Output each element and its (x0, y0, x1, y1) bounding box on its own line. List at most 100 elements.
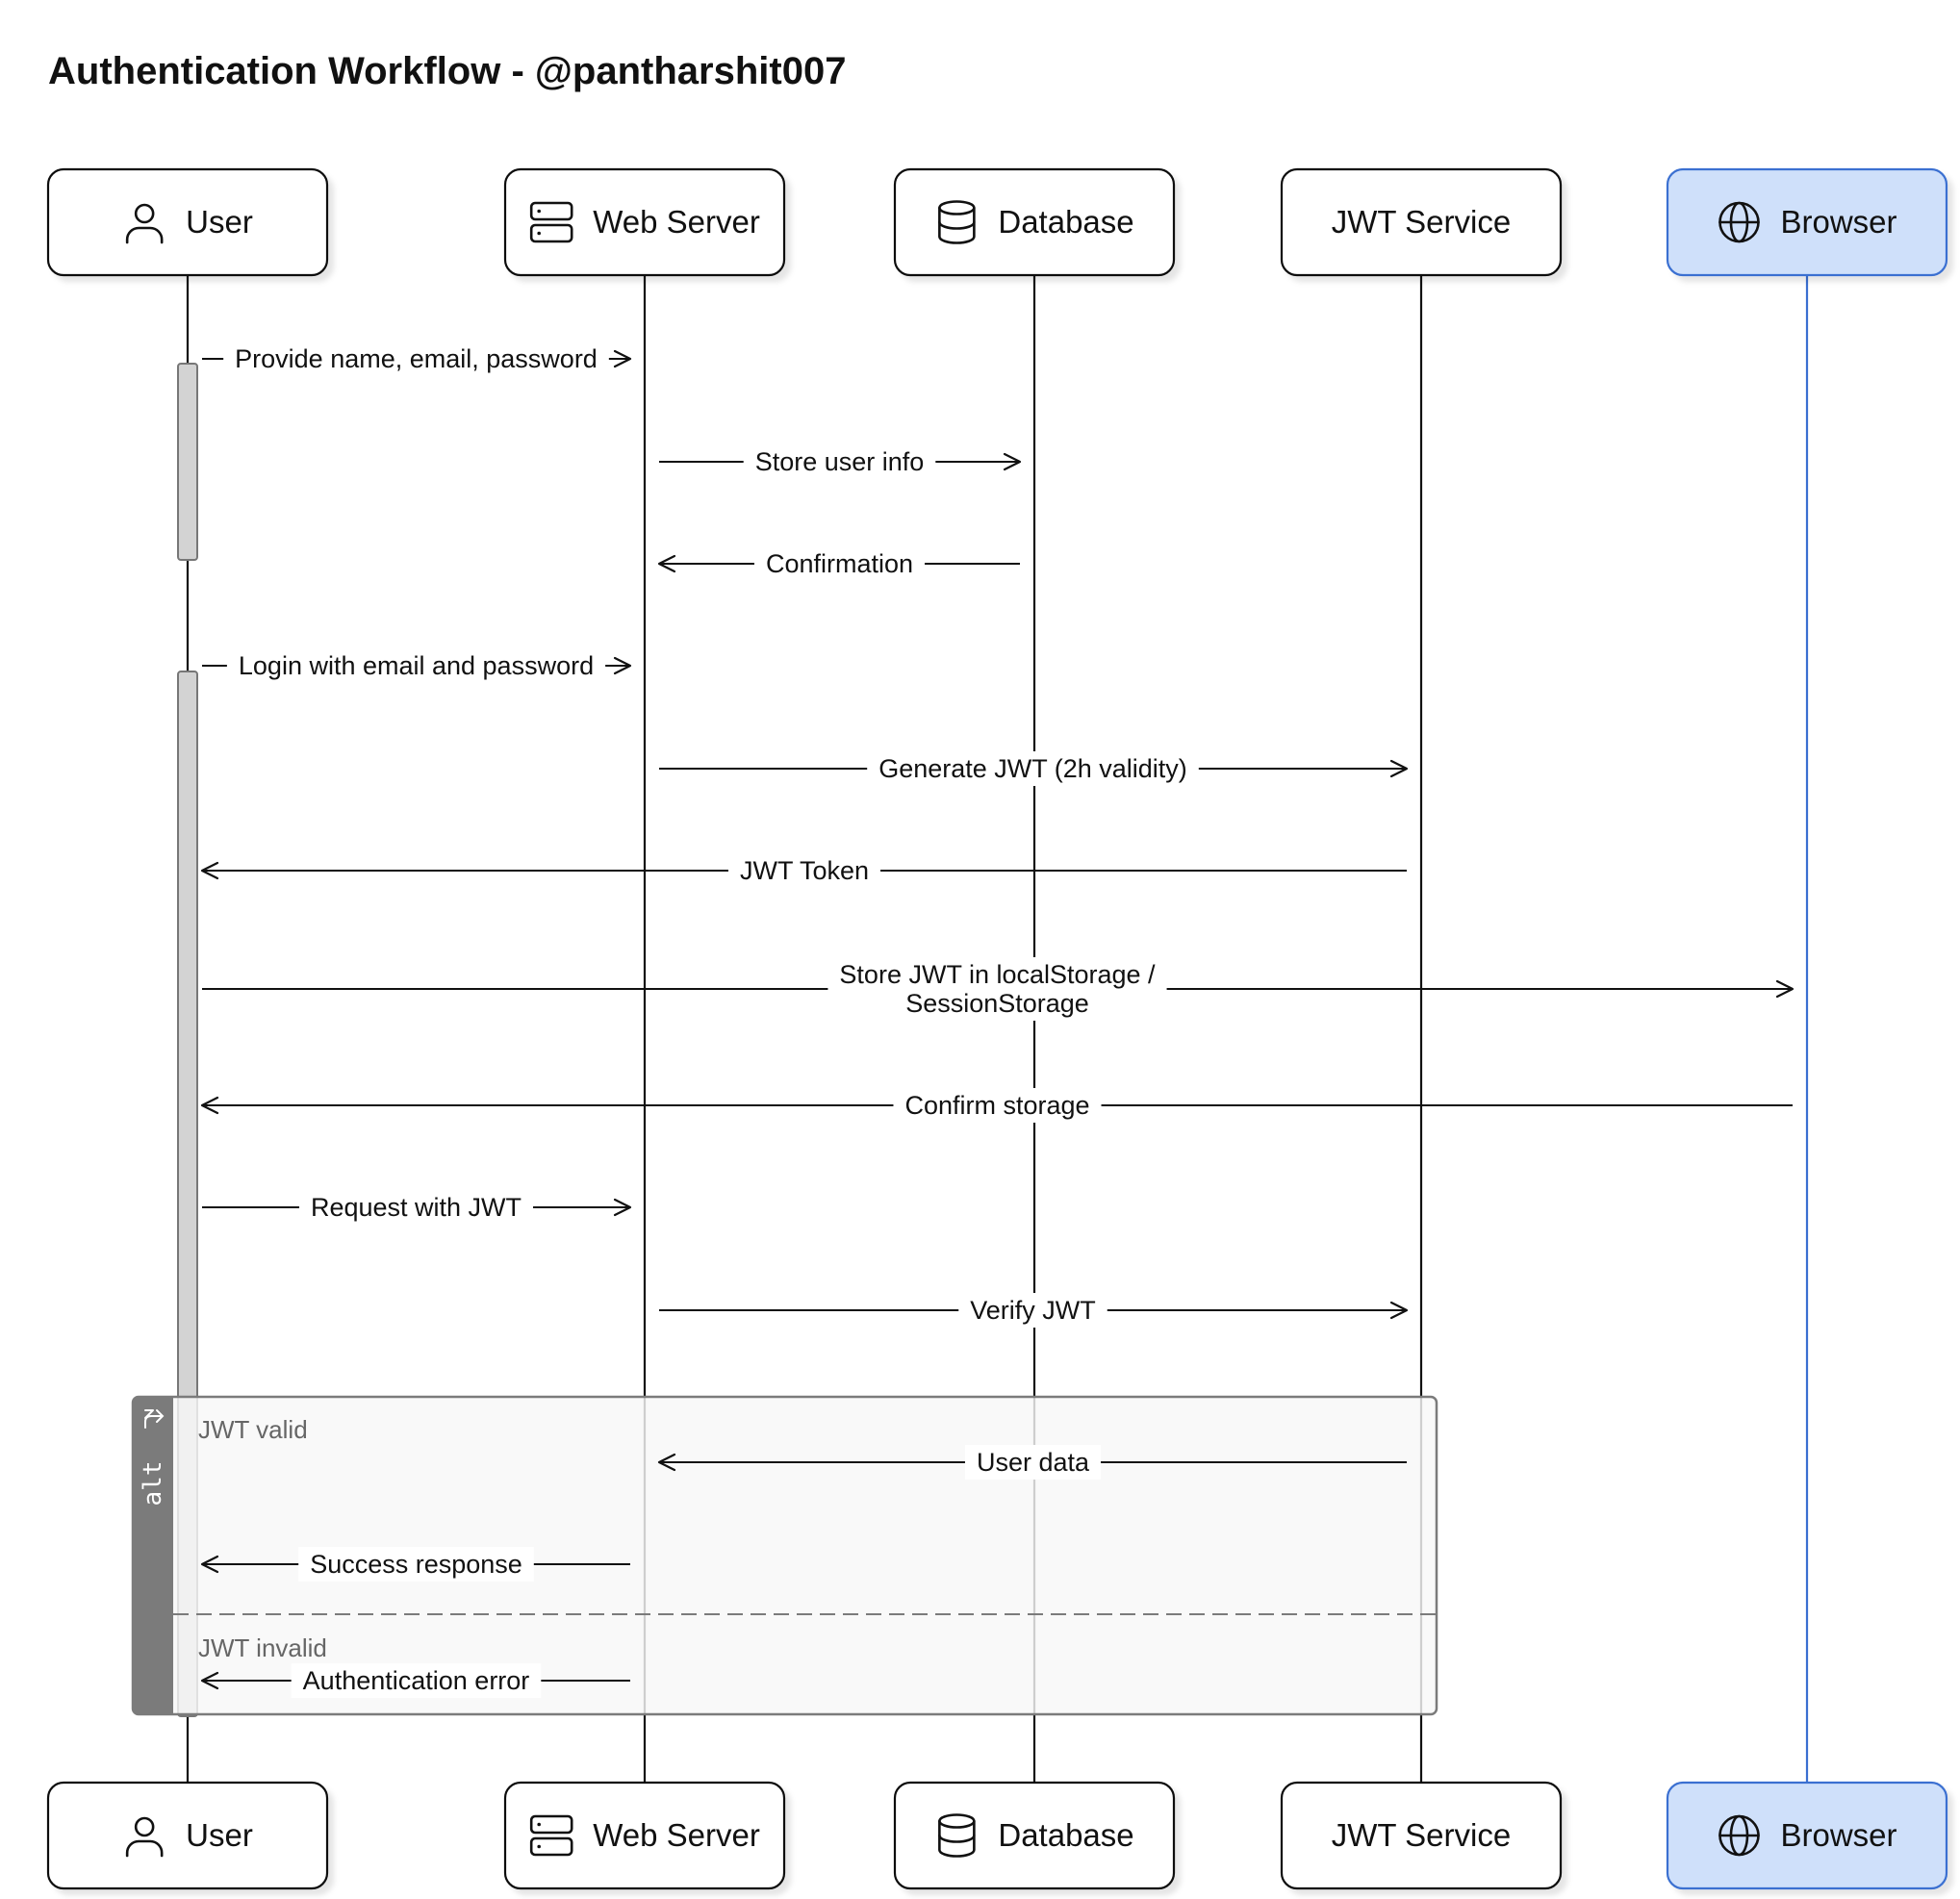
actor-web-top: Web Server (503, 167, 786, 277)
user-icon (125, 1816, 164, 1858)
actor-label: Database (998, 1817, 1133, 1853)
actor-label: Browser (1780, 204, 1896, 240)
actor-box (893, 167, 1176, 277)
message-label-background (867, 751, 1199, 786)
user-icon (125, 203, 164, 244)
actor-db-top: Database (893, 167, 1176, 277)
arrowhead-icon (200, 1555, 219, 1574)
actor-label: Browser (1780, 1817, 1896, 1853)
actor-box (46, 1781, 329, 1890)
actor-box (893, 1781, 1176, 1890)
actor-browser-bottom: Browser (1666, 1781, 1948, 1890)
message: Generate JWT (2h validity) (659, 751, 1409, 786)
alt-frame-background (133, 1397, 1437, 1714)
actor-label: Database (998, 204, 1133, 240)
actor-db-bottom: Database (893, 1781, 1176, 1890)
arrowhead-icon (1389, 759, 1409, 778)
actor-label: Web Server (593, 1817, 760, 1853)
message: Login with email and password (202, 648, 632, 683)
activation-bar (177, 363, 198, 561)
arrowhead-icon (613, 349, 632, 368)
message-label: SessionStorage (905, 989, 1089, 1018)
message-label-background (827, 957, 1167, 1021)
actor-jwt-bottom: JWT Service (1280, 1781, 1563, 1890)
message-label: Store JWT in localStorage / (839, 960, 1156, 989)
message: Store user info (659, 444, 1022, 479)
actor-user-bottom: User (46, 1781, 329, 1890)
message-label: Request with JWT (311, 1193, 522, 1222)
arrowhead-icon (200, 1096, 219, 1115)
message-label: Confirmation (766, 549, 913, 578)
alt-guard-label: JWT invalid (198, 1633, 327, 1662)
message-label: Store user info (755, 447, 925, 476)
message-label-background (958, 1293, 1107, 1328)
message-label-background (291, 1663, 542, 1698)
actor-row-top: User Web Server Database JWT Service Browser (46, 167, 1948, 277)
arrowhead-icon (613, 656, 632, 675)
actor-user-top: User (46, 167, 329, 277)
alt-operator-label: alt (139, 1461, 167, 1507)
actor-label: User (186, 1817, 253, 1853)
message-label-background (727, 853, 881, 888)
message: Verify JWT (659, 1293, 1409, 1328)
message-label: User data (977, 1448, 1090, 1477)
arrowhead-icon (200, 861, 219, 880)
message-label: JWT Token (740, 856, 869, 885)
database-icon (938, 1813, 976, 1858)
arrowhead-icon (657, 554, 676, 573)
message-label-background (298, 1547, 534, 1582)
message: Request with JWT (202, 1190, 632, 1225)
message-label-background (298, 1190, 534, 1225)
actor-box (1280, 167, 1563, 277)
globe-icon (1718, 201, 1760, 243)
arrowhead-icon (200, 1671, 219, 1690)
message-label-background (964, 1445, 1102, 1480)
message-label-background (893, 1088, 1102, 1123)
message-label: Authentication error (303, 1666, 530, 1695)
message: JWT Token (200, 853, 1407, 888)
globe-icon (1718, 1814, 1760, 1857)
message: Confirmation (657, 546, 1020, 581)
actor-row-bottom: User Web Server Database JWT Service Browser (46, 1781, 1948, 1890)
actor-web-bottom: Web Server (503, 1781, 786, 1890)
alt-frame-tab (133, 1397, 173, 1714)
message-label: Confirm storage (904, 1091, 1089, 1120)
actor-label: JWT Service (1332, 204, 1511, 240)
alt-frame-fill (133, 1397, 1437, 1714)
message: Authentication error (200, 1663, 630, 1698)
database-icon (938, 200, 976, 244)
actor-box (1666, 167, 1948, 277)
server-icon (529, 201, 573, 243)
actor-box (503, 1781, 786, 1890)
message: Confirm storage (200, 1088, 1793, 1123)
message: Success response (200, 1547, 630, 1582)
diagram-title: Authentication Workflow - @pantharshit00… (48, 50, 846, 92)
actor-box (503, 167, 786, 277)
actor-label: Web Server (593, 204, 760, 240)
message-label-background (226, 648, 606, 683)
message-label: Login with email and password (239, 651, 594, 680)
actor-box (1666, 1781, 1948, 1890)
actor-jwt-top: JWT Service (1280, 167, 1563, 277)
arrowhead-icon (613, 1198, 632, 1217)
actor-label: JWT Service (1332, 1817, 1511, 1853)
arrowhead-icon (1389, 1301, 1409, 1320)
server-icon (529, 1814, 573, 1857)
message-label: Generate JWT (2h validity) (878, 754, 1187, 783)
actor-browser-top: Browser (1666, 167, 1948, 277)
branch-icon (144, 1409, 165, 1429)
message: User data (657, 1445, 1407, 1480)
message: Store JWT in localStorage /SessionStorag… (202, 957, 1795, 1021)
actor-box (46, 167, 329, 277)
message-label-background (743, 444, 936, 479)
actor-box (1280, 1781, 1563, 1890)
message-label: Verify JWT (970, 1296, 1096, 1325)
alt-guard-label: JWT valid (198, 1415, 308, 1444)
message-label: Provide name, email, password (235, 344, 598, 373)
message-label: Success response (310, 1550, 522, 1579)
message-label-background (753, 546, 926, 581)
arrowhead-icon (1003, 452, 1022, 471)
arrowhead-icon (657, 1453, 676, 1472)
